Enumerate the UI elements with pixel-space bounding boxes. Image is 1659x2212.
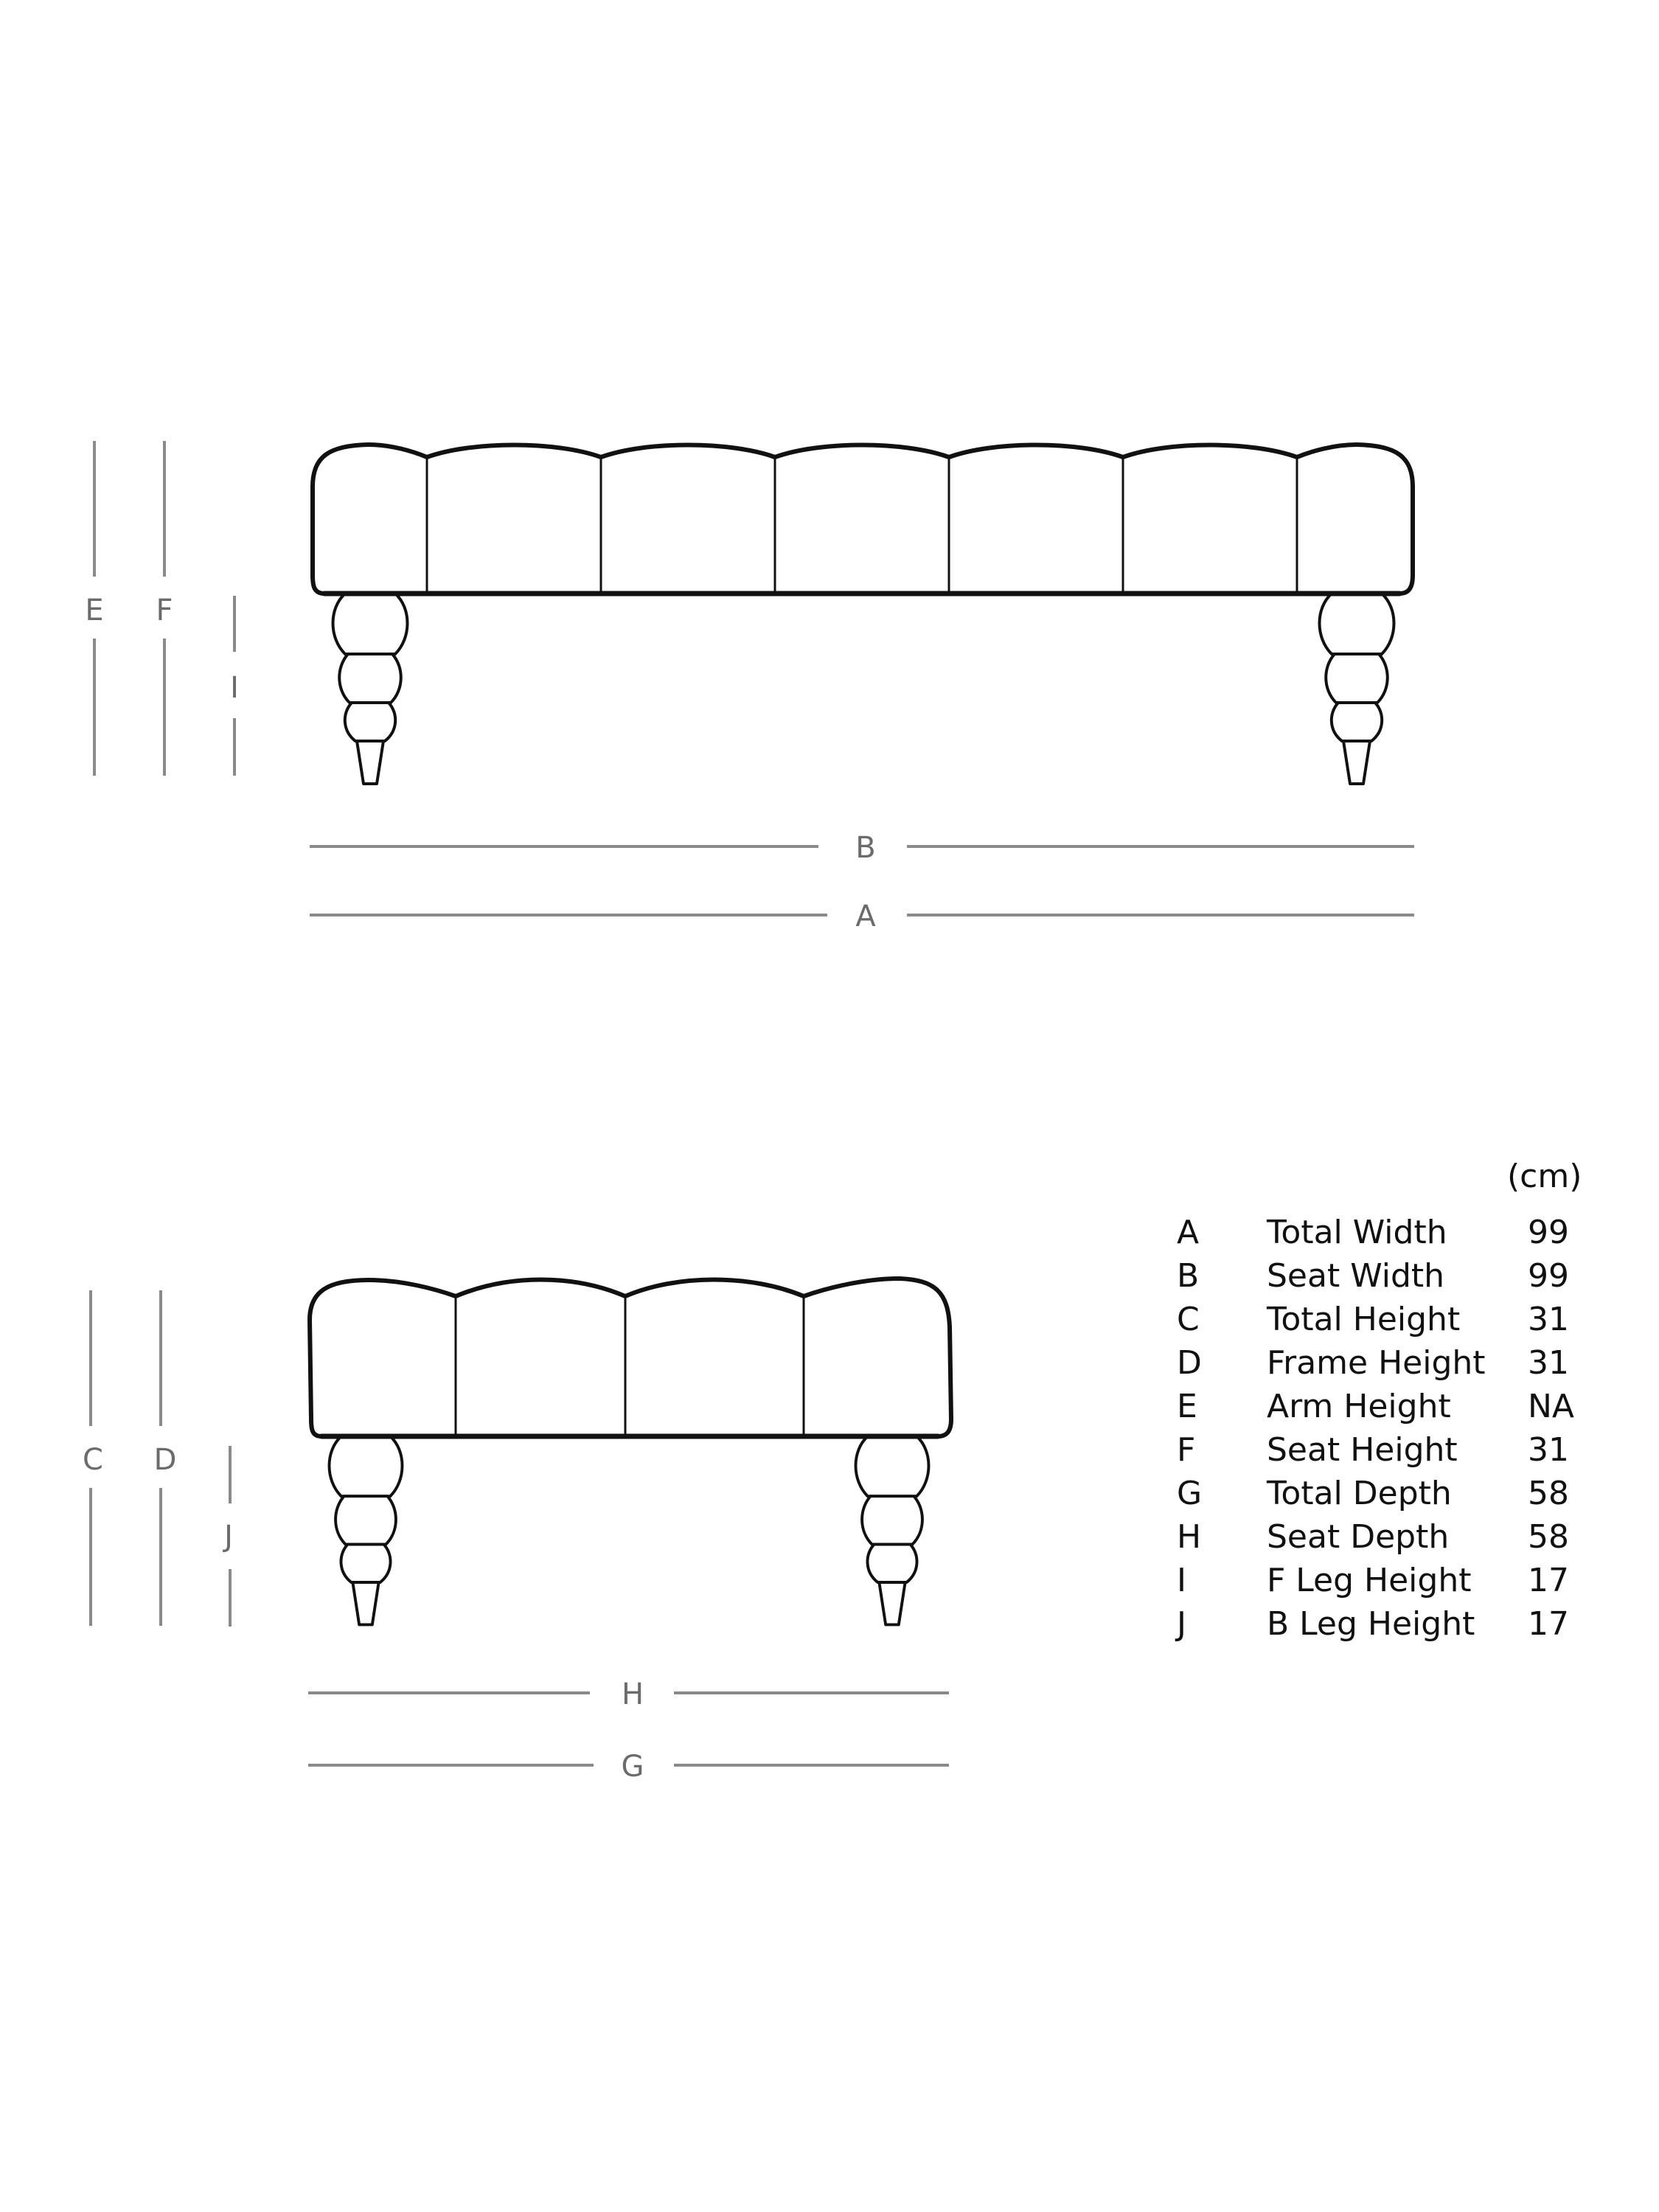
front-view: E F I B A [85,441,1415,933]
row-value: 31 [1528,1301,1569,1338]
front-left-leg [331,592,409,785]
row-value: 99 [1528,1257,1569,1295]
dimension-label-d: D [154,1443,177,1477]
front-bench-body [310,442,1415,596]
row-label: Seat Width [1267,1257,1445,1295]
dimension-label-b: B [855,831,875,865]
dimension-label-j: J [222,1520,233,1554]
side-view: C D J H G [83,1276,953,1784]
row-value: 31 [1528,1431,1569,1469]
row-letter: B [1177,1257,1200,1295]
row-value: 58 [1528,1518,1569,1556]
row-label: Total Height [1267,1301,1461,1338]
dimension-label-i: I [230,671,239,705]
dimension-label-g: G [622,1750,644,1784]
row-letter: H [1177,1518,1202,1556]
dimension-i: I [230,596,239,776]
dimension-g: G [308,1750,949,1784]
dimension-label-e: E [85,594,103,627]
row-letter: I [1177,1562,1186,1599]
row-label: Total Depth [1267,1475,1452,1512]
row-label: Total Width [1267,1214,1447,1251]
row-label: F Leg Height [1267,1562,1472,1599]
dimension-h: H [308,1677,949,1711]
side-bench-body [307,1276,953,1439]
dimension-d: D [154,1290,177,1626]
dimension-label-a: A [855,900,876,933]
row-letter: E [1177,1388,1197,1425]
dimension-a: A [310,900,1414,933]
row-value: 58 [1528,1475,1569,1512]
side-right-leg [854,1435,931,1627]
dimension-b: B [310,831,1414,865]
row-value: 99 [1528,1214,1569,1251]
row-letter: A [1177,1214,1200,1251]
row-value: 31 [1528,1344,1569,1382]
row-letter: F [1177,1431,1196,1469]
side-left-leg [327,1435,404,1627]
dimension-label-h: H [622,1677,644,1711]
row-label: Seat Depth [1267,1518,1450,1556]
row-letter: G [1177,1475,1203,1512]
dimension-j: J [222,1446,233,1627]
row-letter: D [1177,1344,1202,1382]
unit-label: (cm) [1507,1158,1582,1195]
row-label: B Leg Height [1267,1605,1475,1643]
side-panel-seams [454,1296,805,1436]
row-letter: C [1177,1301,1200,1338]
dimension-e: E [85,441,104,776]
front-panel-seams [425,457,1298,594]
dimension-label-f: F [156,594,173,627]
row-value: NA [1528,1388,1575,1425]
row-label: Frame Height [1267,1344,1486,1382]
row-label: Seat Height [1267,1431,1458,1469]
row-value: 17 [1528,1605,1569,1643]
row-value: 17 [1528,1562,1569,1599]
row-label: Arm Height [1267,1388,1451,1425]
row-letter: J [1177,1605,1186,1643]
front-right-leg [1318,592,1396,785]
dimension-c: C [83,1290,103,1626]
dimension-label-c: C [83,1443,103,1477]
dimension-f: F [156,441,173,776]
